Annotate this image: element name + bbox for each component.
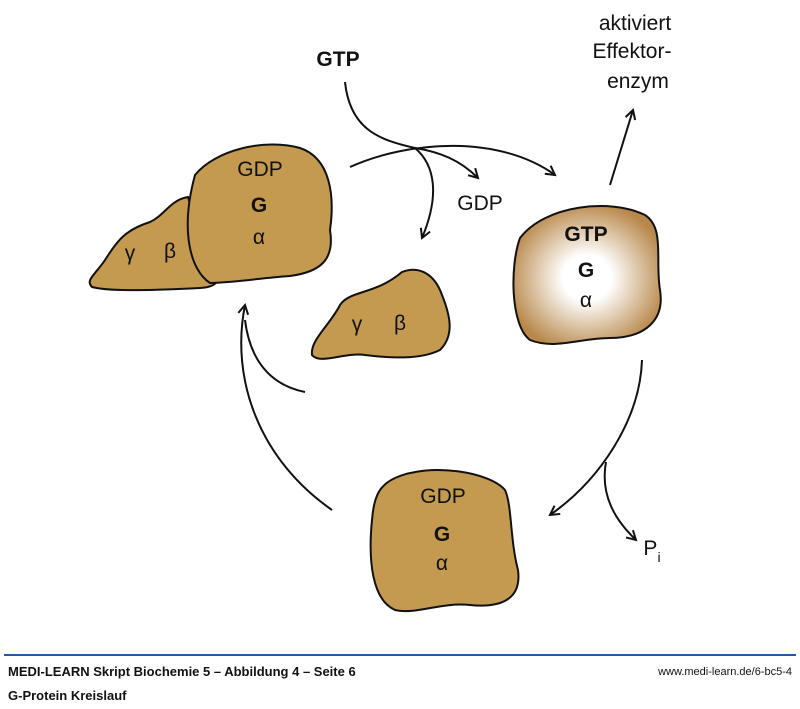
gtp-input-label: GTP	[316, 48, 359, 71]
free-betagamma-blob	[310, 268, 451, 360]
trimer-beta-label: β	[164, 240, 176, 263]
effector-label-line2: Effektor-	[593, 40, 672, 63]
inactive-alpha-blob	[369, 469, 520, 613]
effector-label-line3: enzym	[607, 70, 669, 93]
free-gamma-label: γ	[352, 313, 363, 336]
pi-label: Pi	[643, 537, 660, 565]
active-nucleotide-label: GTP	[564, 223, 607, 246]
active-g-label: G	[578, 259, 594, 282]
gdp-out-arrow	[414, 147, 478, 178]
active-alpha-label: α	[580, 289, 592, 312]
footer-divider	[4, 654, 796, 656]
reassociation-arrow	[241, 305, 333, 511]
effector-label-line1: aktiviert	[599, 12, 672, 35]
trimer-g-label: G	[251, 194, 267, 217]
gtp-in-arrow	[344, 81, 435, 238]
footer-url[interactable]: www.medi-learn.de/6-bc5-4	[658, 666, 792, 678]
free-beta-label: β	[394, 312, 406, 335]
activation-arrow	[349, 144, 555, 175]
effector-arrow	[609, 110, 633, 186]
pi-release-arrow	[603, 461, 636, 540]
inactive-alpha-label: α	[436, 552, 448, 575]
trimer-alpha-blob	[186, 143, 333, 285]
active-alpha-blob	[512, 205, 662, 345]
trimer-nucleotide-label: GDP	[237, 158, 283, 181]
betagamma-return-arrow	[244, 319, 306, 393]
hydrolysis-arrow	[550, 359, 643, 515]
footer-subtitle: G-Protein Kreislauf	[8, 688, 127, 703]
footer-title: MEDI-LEARN Skript Biochemie 5 – Abbildun…	[8, 664, 356, 679]
trimer-gamma-label: γ	[125, 242, 136, 265]
gdp-released-label: GDP	[457, 192, 503, 215]
trimer-alpha-label: α	[253, 226, 265, 249]
inactive-nucleotide-label: GDP	[420, 485, 466, 508]
inactive-g-label: G	[434, 523, 450, 546]
